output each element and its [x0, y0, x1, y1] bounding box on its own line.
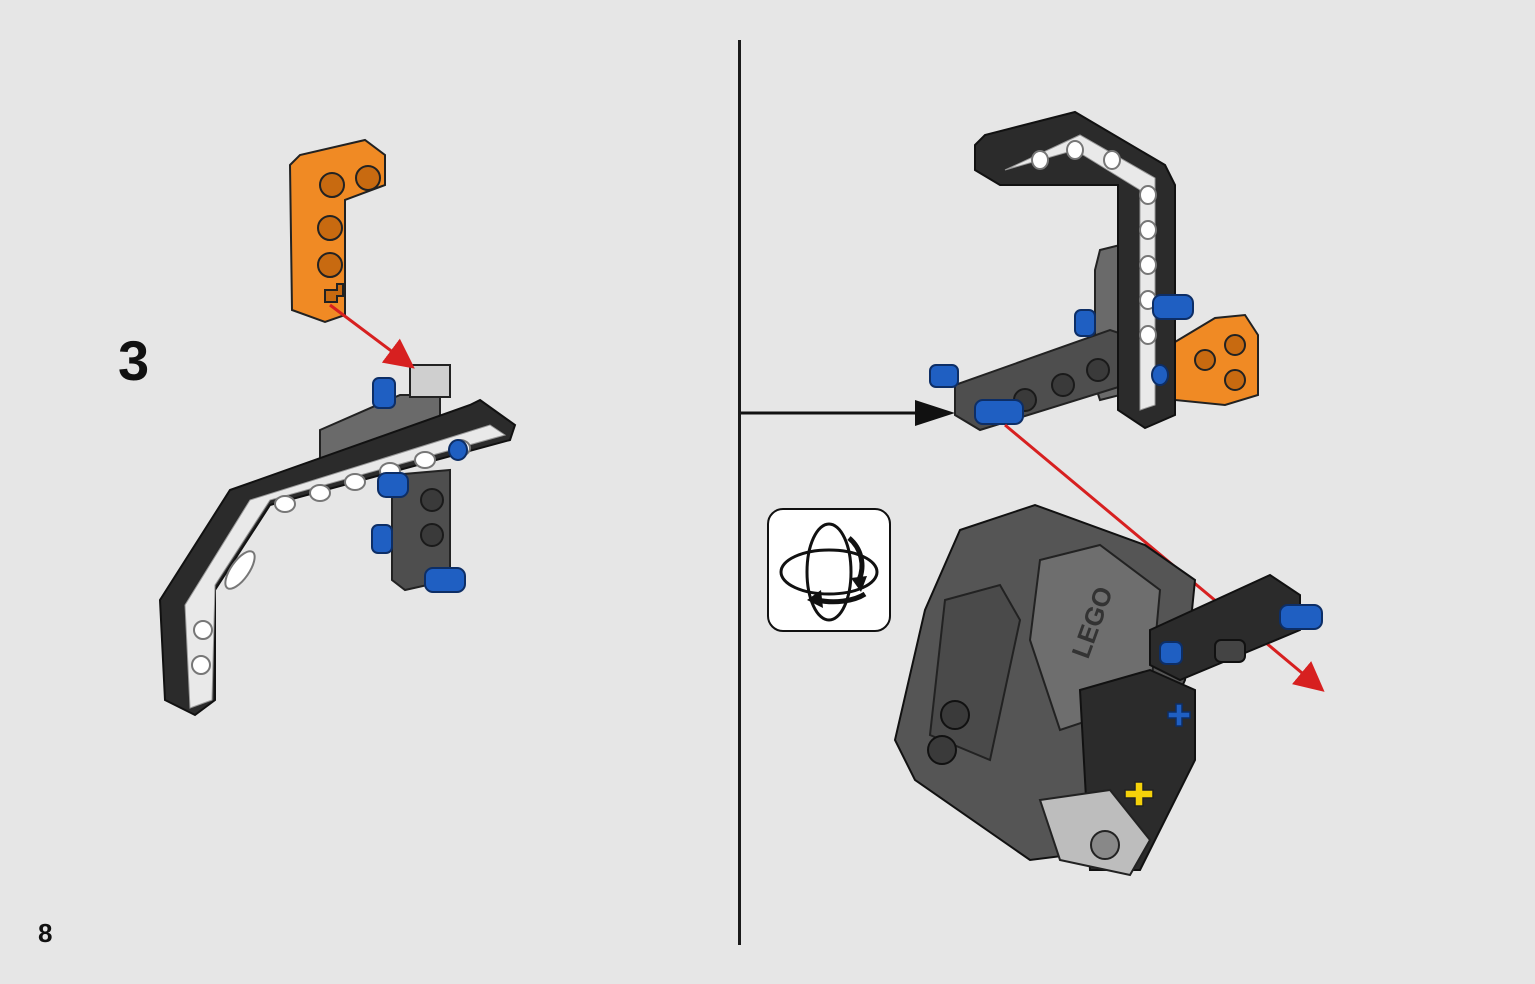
motor-hub: LEGO	[893, 503, 1323, 877]
blue-pins-right	[929, 294, 1194, 425]
black-l-beam	[974, 110, 1176, 430]
axle-stub	[409, 364, 451, 398]
arrow-right-icon	[915, 400, 955, 426]
page-number: 8	[38, 918, 53, 948]
right-assembly: LEGO	[741, 110, 1325, 877]
rotate-model-icon	[779, 522, 879, 622]
panel-divider	[738, 40, 741, 945]
step-number: 3	[118, 329, 150, 392]
rotate-model-box	[767, 508, 891, 632]
blue-pins-left	[371, 377, 468, 593]
red-assembly-arrow	[329, 303, 415, 369]
left-assembly	[158, 138, 517, 717]
orange-l-beam	[288, 138, 386, 324]
